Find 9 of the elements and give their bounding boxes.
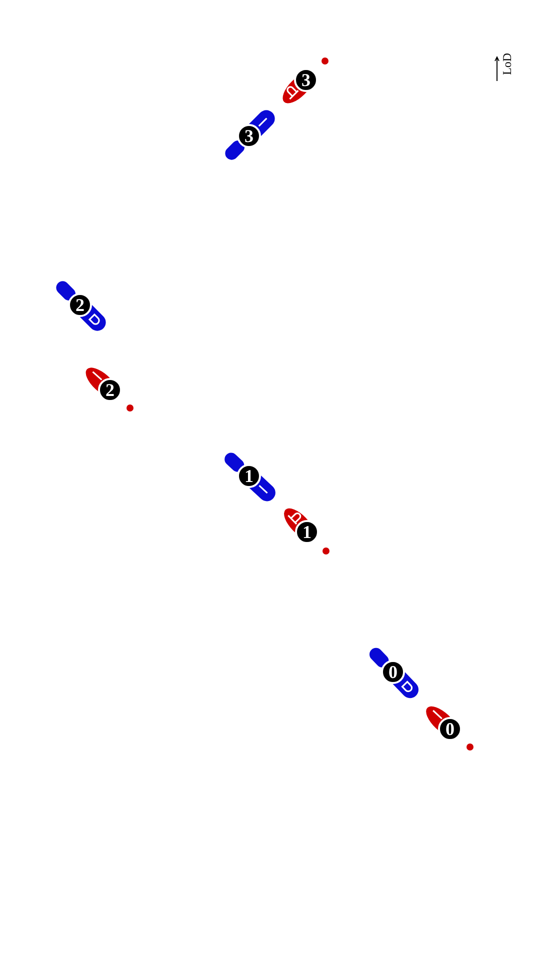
step-number-marker: 1: [295, 520, 319, 544]
step-number-marker: 3: [294, 68, 318, 92]
step-number-marker: 1: [237, 464, 261, 488]
step-number-marker: 3: [237, 124, 261, 148]
step-number-marker: 0: [381, 660, 405, 684]
step-number-marker: 0: [438, 717, 462, 741]
step-number-marker: 2: [98, 378, 122, 402]
direction-label: LoD: [501, 53, 513, 75]
step-number-marker: 2: [68, 293, 92, 317]
